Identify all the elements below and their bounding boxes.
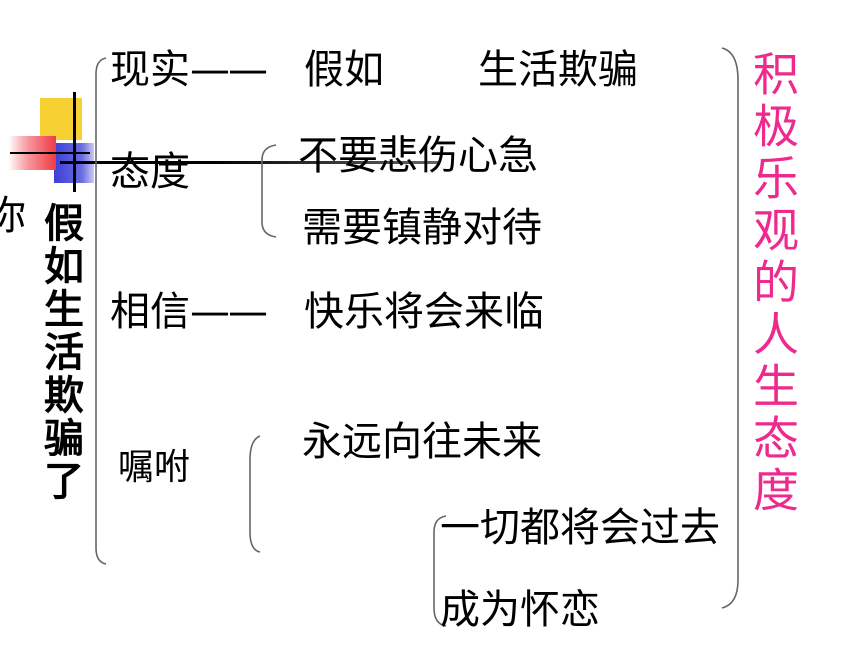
belief-text: 快乐将会来临 [304,289,544,335]
attitude-label: 态度 [110,149,190,195]
advice-sub-bracket [433,515,447,627]
reality-text: 假如 [304,47,384,93]
reality-label: 现实 [110,47,190,93]
belief-dash: —— [190,289,268,335]
conclusion-text: 积极乐观的人生态度 [746,50,800,518]
attitude-item-2: 需要镇静对待 [302,205,542,251]
main-right-bracket [721,47,739,609]
side-title: 假如生活欺骗了 [37,202,83,503]
advice-label: 嘱咐 [118,447,191,488]
reality-text2: 生活欺骗 [478,47,638,93]
side-prefix: 你 [0,193,26,239]
belief-label: 相信 [110,289,190,335]
attitude-bracket [261,144,277,238]
deco-vertical-line [73,92,76,192]
advice-item-1: 永远向往未来 [302,419,542,465]
advice-bracket [249,435,261,553]
reality-dash: —— [190,47,268,93]
attitude-item-1: 不要悲伤心急 [298,133,538,179]
advice-sub-2: 成为怀恋 [440,587,600,633]
advice-sub-1: 一切都将会过去 [440,505,720,551]
deco-cross-line [10,152,90,154]
main-left-bracket [95,57,107,565]
deco-horizontal-line [60,161,440,164]
